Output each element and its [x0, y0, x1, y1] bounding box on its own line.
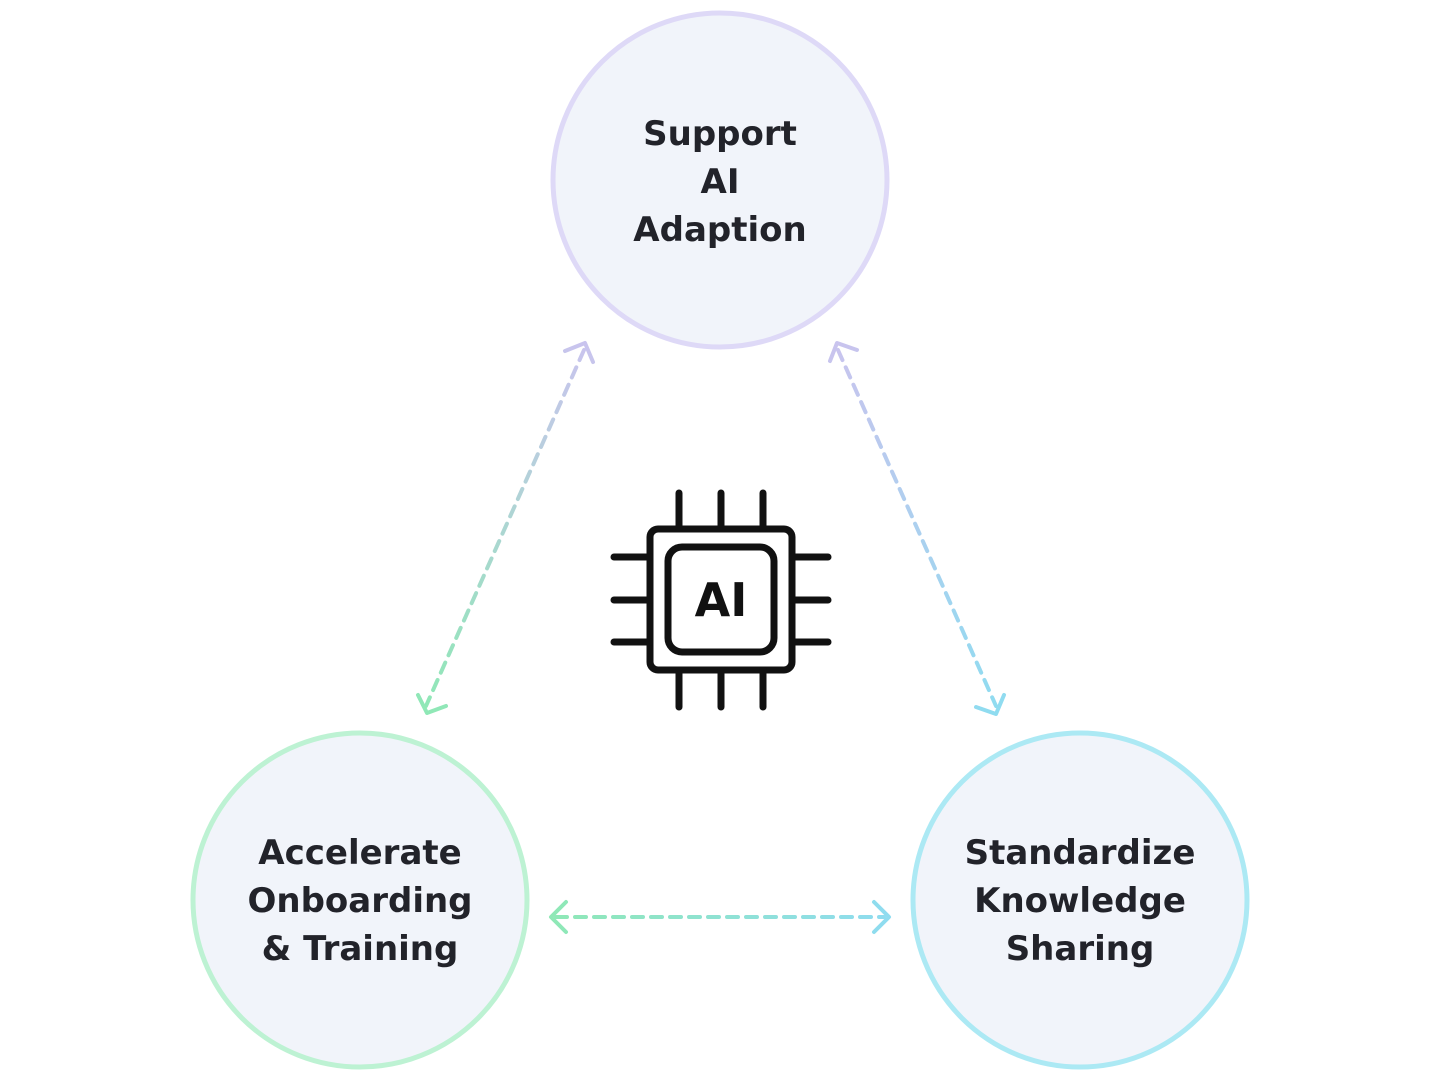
- chip-die: [664, 543, 778, 656]
- chip-label: AI: [695, 573, 748, 627]
- ai-chip-icon: AI: [610, 489, 832, 711]
- connector-accelerate-to-standardize: [549, 900, 891, 934]
- node-circle-support: [550, 10, 890, 350]
- node-standardize-knowledge-sharing: Standardize Knowledge Sharing: [910, 730, 1250, 1070]
- node-label-line-3: Sharing: [1006, 929, 1155, 969]
- node-circle-standardize: [910, 730, 1250, 1070]
- arrowhead-bottom-left: [416, 693, 448, 715]
- node-label-line-2: Onboarding: [247, 881, 472, 921]
- node-support-ai-adaption: Support AI Adaption: [550, 10, 890, 350]
- node-label-line-3: Adaption: [633, 210, 806, 250]
- connector-support-to-standardize: [828, 341, 1006, 716]
- arrowhead-bottom-right: [974, 693, 1006, 716]
- node-accelerate-onboarding-training: Accelerate Onboarding & Training: [190, 730, 530, 1070]
- arrowhead-bottom-right-end: [872, 900, 891, 934]
- connector-support-to-accelerate: [416, 341, 595, 715]
- arrowhead-top-left: [563, 341, 595, 364]
- arrowhead-bottom-left-end: [549, 900, 568, 934]
- node-label-line-1: Support: [643, 114, 797, 154]
- node-label-line-1: Standardize: [965, 833, 1196, 873]
- node-circle-accelerate: [190, 730, 530, 1070]
- node-label-line-1: Accelerate: [258, 833, 461, 873]
- arrowhead-top-right: [828, 341, 859, 363]
- node-label-line-3: & Training: [262, 929, 459, 969]
- node-label-line-2: Knowledge: [974, 881, 1186, 921]
- node-label-line-2: AI: [701, 162, 740, 202]
